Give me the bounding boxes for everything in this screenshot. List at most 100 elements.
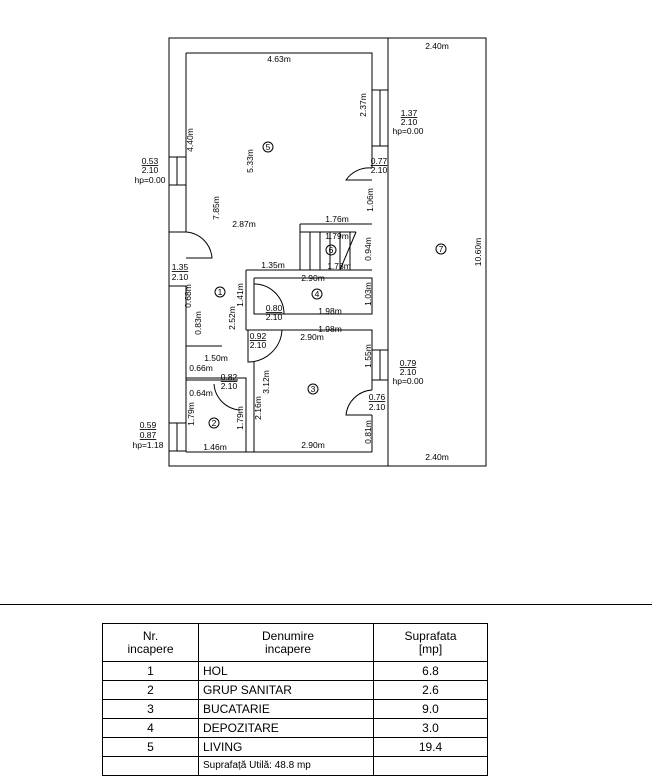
entrance-door xyxy=(169,231,213,287)
dimension-label: 1.55m xyxy=(363,344,373,368)
dimension-label: 1.79m xyxy=(325,231,349,241)
dimension-label: 1.41m xyxy=(235,283,245,307)
room-number-label: 3 xyxy=(311,384,316,394)
row-name: DEPOZITARE xyxy=(198,718,374,738)
footer-partial-text: Suprafață Utilă: 48.8 mp xyxy=(198,756,374,776)
opening-label: hp=0.00 xyxy=(393,376,424,386)
dimension-label: 1.98m xyxy=(318,324,342,334)
row-name: GRUP SANITAR xyxy=(198,680,374,700)
dimension-label: 2.90m xyxy=(301,440,325,450)
opening-label: 2.10 xyxy=(172,272,189,282)
opening-label: 2.10 xyxy=(369,402,386,412)
opening-label: 2.10 xyxy=(400,367,417,377)
terrace-outline xyxy=(388,37,487,467)
row-nr: 2 xyxy=(102,680,199,700)
opening-label: 1.35 xyxy=(172,262,189,272)
row-area: 3.0 xyxy=(373,718,488,738)
header-area: Suprafata [mp] xyxy=(373,623,488,662)
opening-label: 2.10 xyxy=(221,381,238,391)
row-nr: 5 xyxy=(102,737,199,757)
opening-label: 0.76 xyxy=(369,392,386,402)
header-name: Denumire incapere xyxy=(198,623,374,662)
dimension-label: 2.40m xyxy=(425,41,449,51)
room-number-circle xyxy=(208,417,220,429)
dimension-label: 2.16m xyxy=(253,396,263,420)
header-nr: Nr. incapere xyxy=(102,623,199,662)
dimension-label: 1.79m xyxy=(186,402,196,426)
kitchen-door xyxy=(247,329,283,363)
table-header-row: Nr. incapere Denumire incapere Suprafata… xyxy=(102,623,488,662)
dimension-label: 2.40m xyxy=(425,452,449,462)
room-number-label: 4 xyxy=(315,289,320,299)
room-number-label: 7 xyxy=(439,244,444,254)
dimension-label: 1.50m xyxy=(204,353,228,363)
dimension-label: 1.06m xyxy=(365,188,375,212)
kitchen-walls xyxy=(253,362,372,453)
dimension-label: 2.90m xyxy=(300,332,324,342)
table-footer-row: Suprafață Utilă: 48.8 mp xyxy=(102,756,488,776)
row-area: 9.0 xyxy=(373,699,488,719)
row-name: LIVING xyxy=(198,737,374,757)
room-number-label: 6 xyxy=(329,245,334,255)
room-number-circle xyxy=(262,141,274,153)
room-number-label: 1 xyxy=(218,287,223,297)
room-number-circle xyxy=(435,243,447,255)
dimension-label: 5.33m xyxy=(245,149,255,173)
opening-label: hp=1.18 xyxy=(133,440,164,450)
dimension-label: 0.94m xyxy=(363,237,373,261)
stair-box xyxy=(245,223,373,350)
dimension-label: 2.37m xyxy=(358,93,368,117)
room-number-circle xyxy=(325,244,337,256)
room-number-circle xyxy=(214,286,226,298)
opening-label: hp=0.00 xyxy=(393,126,424,136)
dimension-label: 1.79m xyxy=(235,406,245,430)
room-table: Nr. incapere Denumire incapere Suprafata… xyxy=(102,623,488,776)
dimension-label: 2.87m xyxy=(232,219,256,229)
separator-line xyxy=(0,604,652,605)
dimension-label: 0.68m xyxy=(183,284,193,308)
dimension-label: 2.52m xyxy=(227,306,237,330)
stairs xyxy=(300,231,357,271)
row-area: 6.8 xyxy=(373,661,488,681)
dimension-label: 0.83m xyxy=(193,311,203,335)
dimension-label: 2.90m xyxy=(301,273,325,283)
dimension-label: 1.46m xyxy=(203,442,227,452)
opening-label: 2.10 xyxy=(266,312,283,322)
row-nr: 3 xyxy=(102,699,199,719)
opening-label: 2.10 xyxy=(142,165,159,175)
dimension-label: 1.76m xyxy=(325,214,349,224)
opening-label: 0.92 xyxy=(250,331,267,341)
dimension-label: 1.78m xyxy=(327,261,351,271)
room4-door xyxy=(253,283,285,315)
opening-label: 0.59 xyxy=(140,420,157,430)
floor-plan: 4.63m2.40m2.40m2.37m4.40m5.33m7.85m2.87m… xyxy=(133,37,487,467)
row-area: 2.6 xyxy=(373,680,488,700)
opening-label: 2.10 xyxy=(401,117,418,127)
row-nr: 4 xyxy=(102,718,199,738)
opening-label: 0.82 xyxy=(221,372,238,382)
opening-label: 0.79 xyxy=(400,358,417,368)
room-number-label: 5 xyxy=(266,142,271,152)
outer-wall xyxy=(168,37,389,467)
opening-label: 2.10 xyxy=(371,165,388,175)
dimension-label: 10.60m xyxy=(473,238,483,266)
opening-label: 2.10 xyxy=(250,340,267,350)
terrace-door xyxy=(345,148,373,181)
room-number-circle xyxy=(311,288,323,300)
row-name: BUCATARIE xyxy=(198,699,374,719)
row-area: 19.4 xyxy=(373,737,488,757)
dimension-label: 4.40m xyxy=(185,128,195,152)
dimension-label: 4.63m xyxy=(267,54,291,64)
opening-label: 0.77 xyxy=(371,156,388,166)
opening-label: hp=0.00 xyxy=(135,175,166,185)
dimension-label: 3.12m xyxy=(261,370,271,394)
room-number-label: 2 xyxy=(212,418,217,428)
dimension-label: 1.35m xyxy=(261,260,285,270)
dimension-label: 0.66m xyxy=(189,363,213,373)
opening-label: 0.87 xyxy=(140,430,157,440)
dimension-label: 1.03m xyxy=(363,282,373,306)
